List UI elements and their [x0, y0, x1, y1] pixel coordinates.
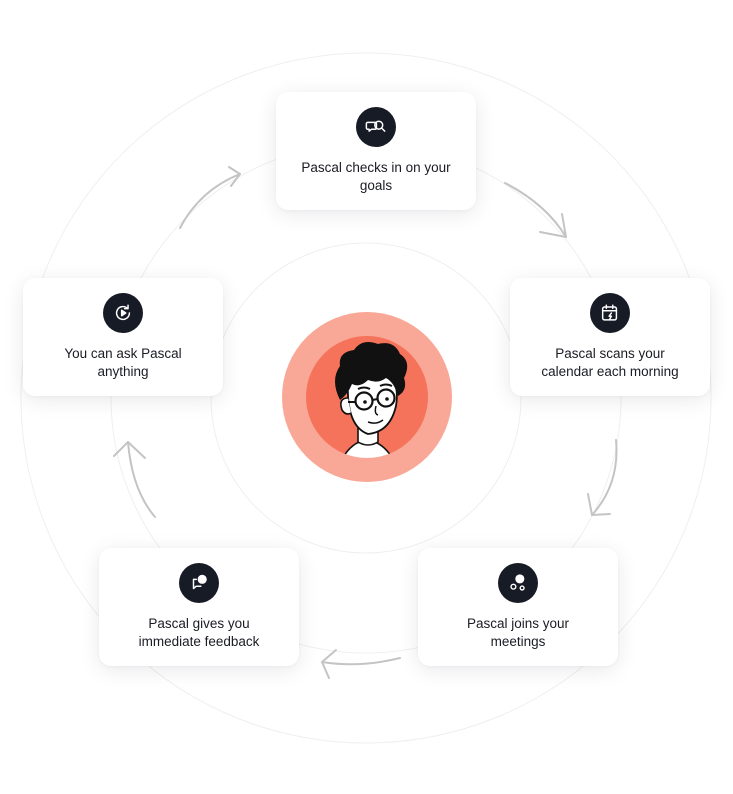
- step-label-line-2: goals: [359, 178, 393, 193]
- inner-ring: [210, 242, 522, 554]
- step-card-joins-meetings: Pascal joins your meetings: [418, 548, 618, 666]
- arrow-up-left: [113, 441, 156, 518]
- step-label-line-1: Pascal scans your: [555, 346, 665, 361]
- step-card-ask-anything: You can ask Pascal anything: [23, 278, 223, 396]
- outer-ring: [20, 52, 712, 744]
- search-chat-icon: [356, 107, 396, 147]
- step-label-line-1: Pascal joins your: [466, 616, 570, 631]
- step-label-line-2: immediate feedback: [138, 634, 260, 649]
- step-label-line-2: meetings: [490, 634, 546, 649]
- arrow-to-bottom-left: [321, 649, 401, 679]
- step-card-checks-in-goals: Pascal checks in on your goals: [276, 92, 476, 210]
- step-card-immediate-feedback: Pascal gives you immediate feedback: [99, 548, 299, 666]
- step-label-line-2: calendar each morning: [541, 364, 679, 379]
- step-label: You can ask Pascal anything: [33, 345, 213, 381]
- pascal-avatar: [282, 312, 452, 482]
- meeting-circles-icon: [498, 563, 538, 603]
- step-label-line-1: Pascal checks in on your: [301, 160, 451, 175]
- step-label: Pascal joins your meetings: [428, 615, 608, 651]
- calendar-bolt-icon: [590, 293, 630, 333]
- step-label-line-1: You can ask Pascal: [64, 346, 182, 361]
- chat-bubble-icon: [179, 563, 219, 603]
- arrow-to-right: [504, 182, 567, 238]
- refresh-play-icon: [103, 293, 143, 333]
- arrow-to-top: [179, 166, 241, 229]
- step-card-scans-calendar: Pascal scans your calendar each morning: [510, 278, 710, 396]
- step-label-line-2: anything: [97, 364, 149, 379]
- step-label: Pascal scans your calendar each morning: [520, 345, 700, 381]
- step-label-line-1: Pascal gives you: [148, 616, 250, 631]
- pascal-face-illustration: [333, 342, 408, 458]
- step-label: Pascal gives you immediate feedback: [109, 615, 289, 651]
- step-label: Pascal checks in on your goals: [286, 159, 466, 195]
- arrow-down-right: [587, 439, 618, 516]
